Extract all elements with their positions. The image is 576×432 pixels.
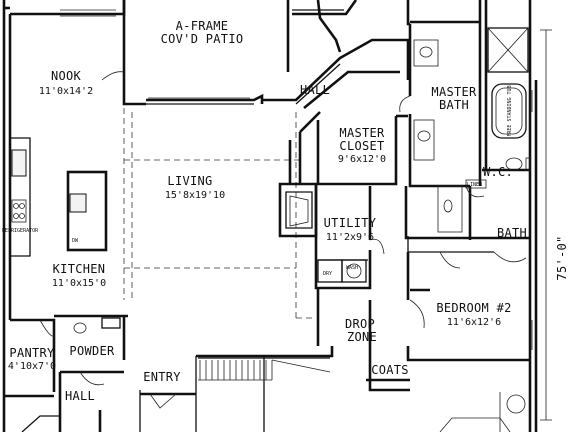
pantry-dims: 4'10x7'0: [8, 361, 56, 372]
nook-label: NOOK: [51, 69, 82, 83]
hall-bottom-label: HALL: [65, 389, 95, 403]
washer-label: WASH: [346, 265, 358, 271]
entry-label: ENTRY: [143, 370, 181, 384]
patio-label-line1: A-FRAME: [176, 19, 229, 33]
hall-top-label: HALL: [300, 83, 330, 97]
room-labels: A-FRAME COV'D PATIO NOOK 11'0x14'2 HALL …: [8, 19, 527, 403]
master-closet-dims: 9'6x12'0: [338, 154, 386, 165]
living-label: LIVING: [167, 174, 212, 188]
dryer-label: DRY: [323, 271, 332, 277]
coats-label: COATS: [371, 363, 409, 377]
overall-depth-dimension: 75'-0": [555, 235, 569, 280]
kitchen-label: KITCHEN: [53, 262, 106, 276]
utility-dims: 11'2x9'6: [326, 232, 374, 243]
bedroom2-dims: 11'6x12'6: [447, 317, 501, 328]
master-closet-label-line2: CLOSET: [339, 139, 384, 153]
staircase: [198, 357, 331, 381]
kitchen-dims: 11'0x15'0: [52, 278, 106, 289]
wall-layer: [2, 0, 552, 432]
master-bath-label-line1: MASTER: [431, 85, 477, 99]
pantry-label: PANTRY: [9, 346, 55, 360]
refrigerator-label: REFRIGERATOR: [2, 228, 39, 234]
nook-dims: 11'0x14'2: [39, 86, 93, 97]
tub-label: FREE STANDING TUB: [507, 85, 513, 136]
drop-zone-label-line2: ZONE: [347, 330, 377, 344]
drop-zone-label-line1: DROP: [345, 317, 375, 331]
master-closet-label-line1: MASTER: [339, 126, 385, 140]
utility-label: UTILITY: [324, 216, 377, 230]
powder-label: POWDER: [69, 344, 115, 358]
living-dims: 15'8x19'10: [165, 190, 225, 201]
bedroom2-label: BEDROOM #2: [436, 301, 511, 315]
dishwasher-label: DW: [72, 238, 79, 244]
fixture-labels: DW DRY WASH LINEN FREE STANDING TUB REFR…: [2, 85, 513, 277]
bath-label: BATH: [497, 226, 527, 240]
patio-label-line2: COV'D PATIO: [161, 32, 244, 46]
master-bath-label-line2: BATH: [439, 98, 469, 112]
linen-label: LINEN: [467, 182, 482, 188]
wc-label: W.C.: [483, 165, 513, 179]
